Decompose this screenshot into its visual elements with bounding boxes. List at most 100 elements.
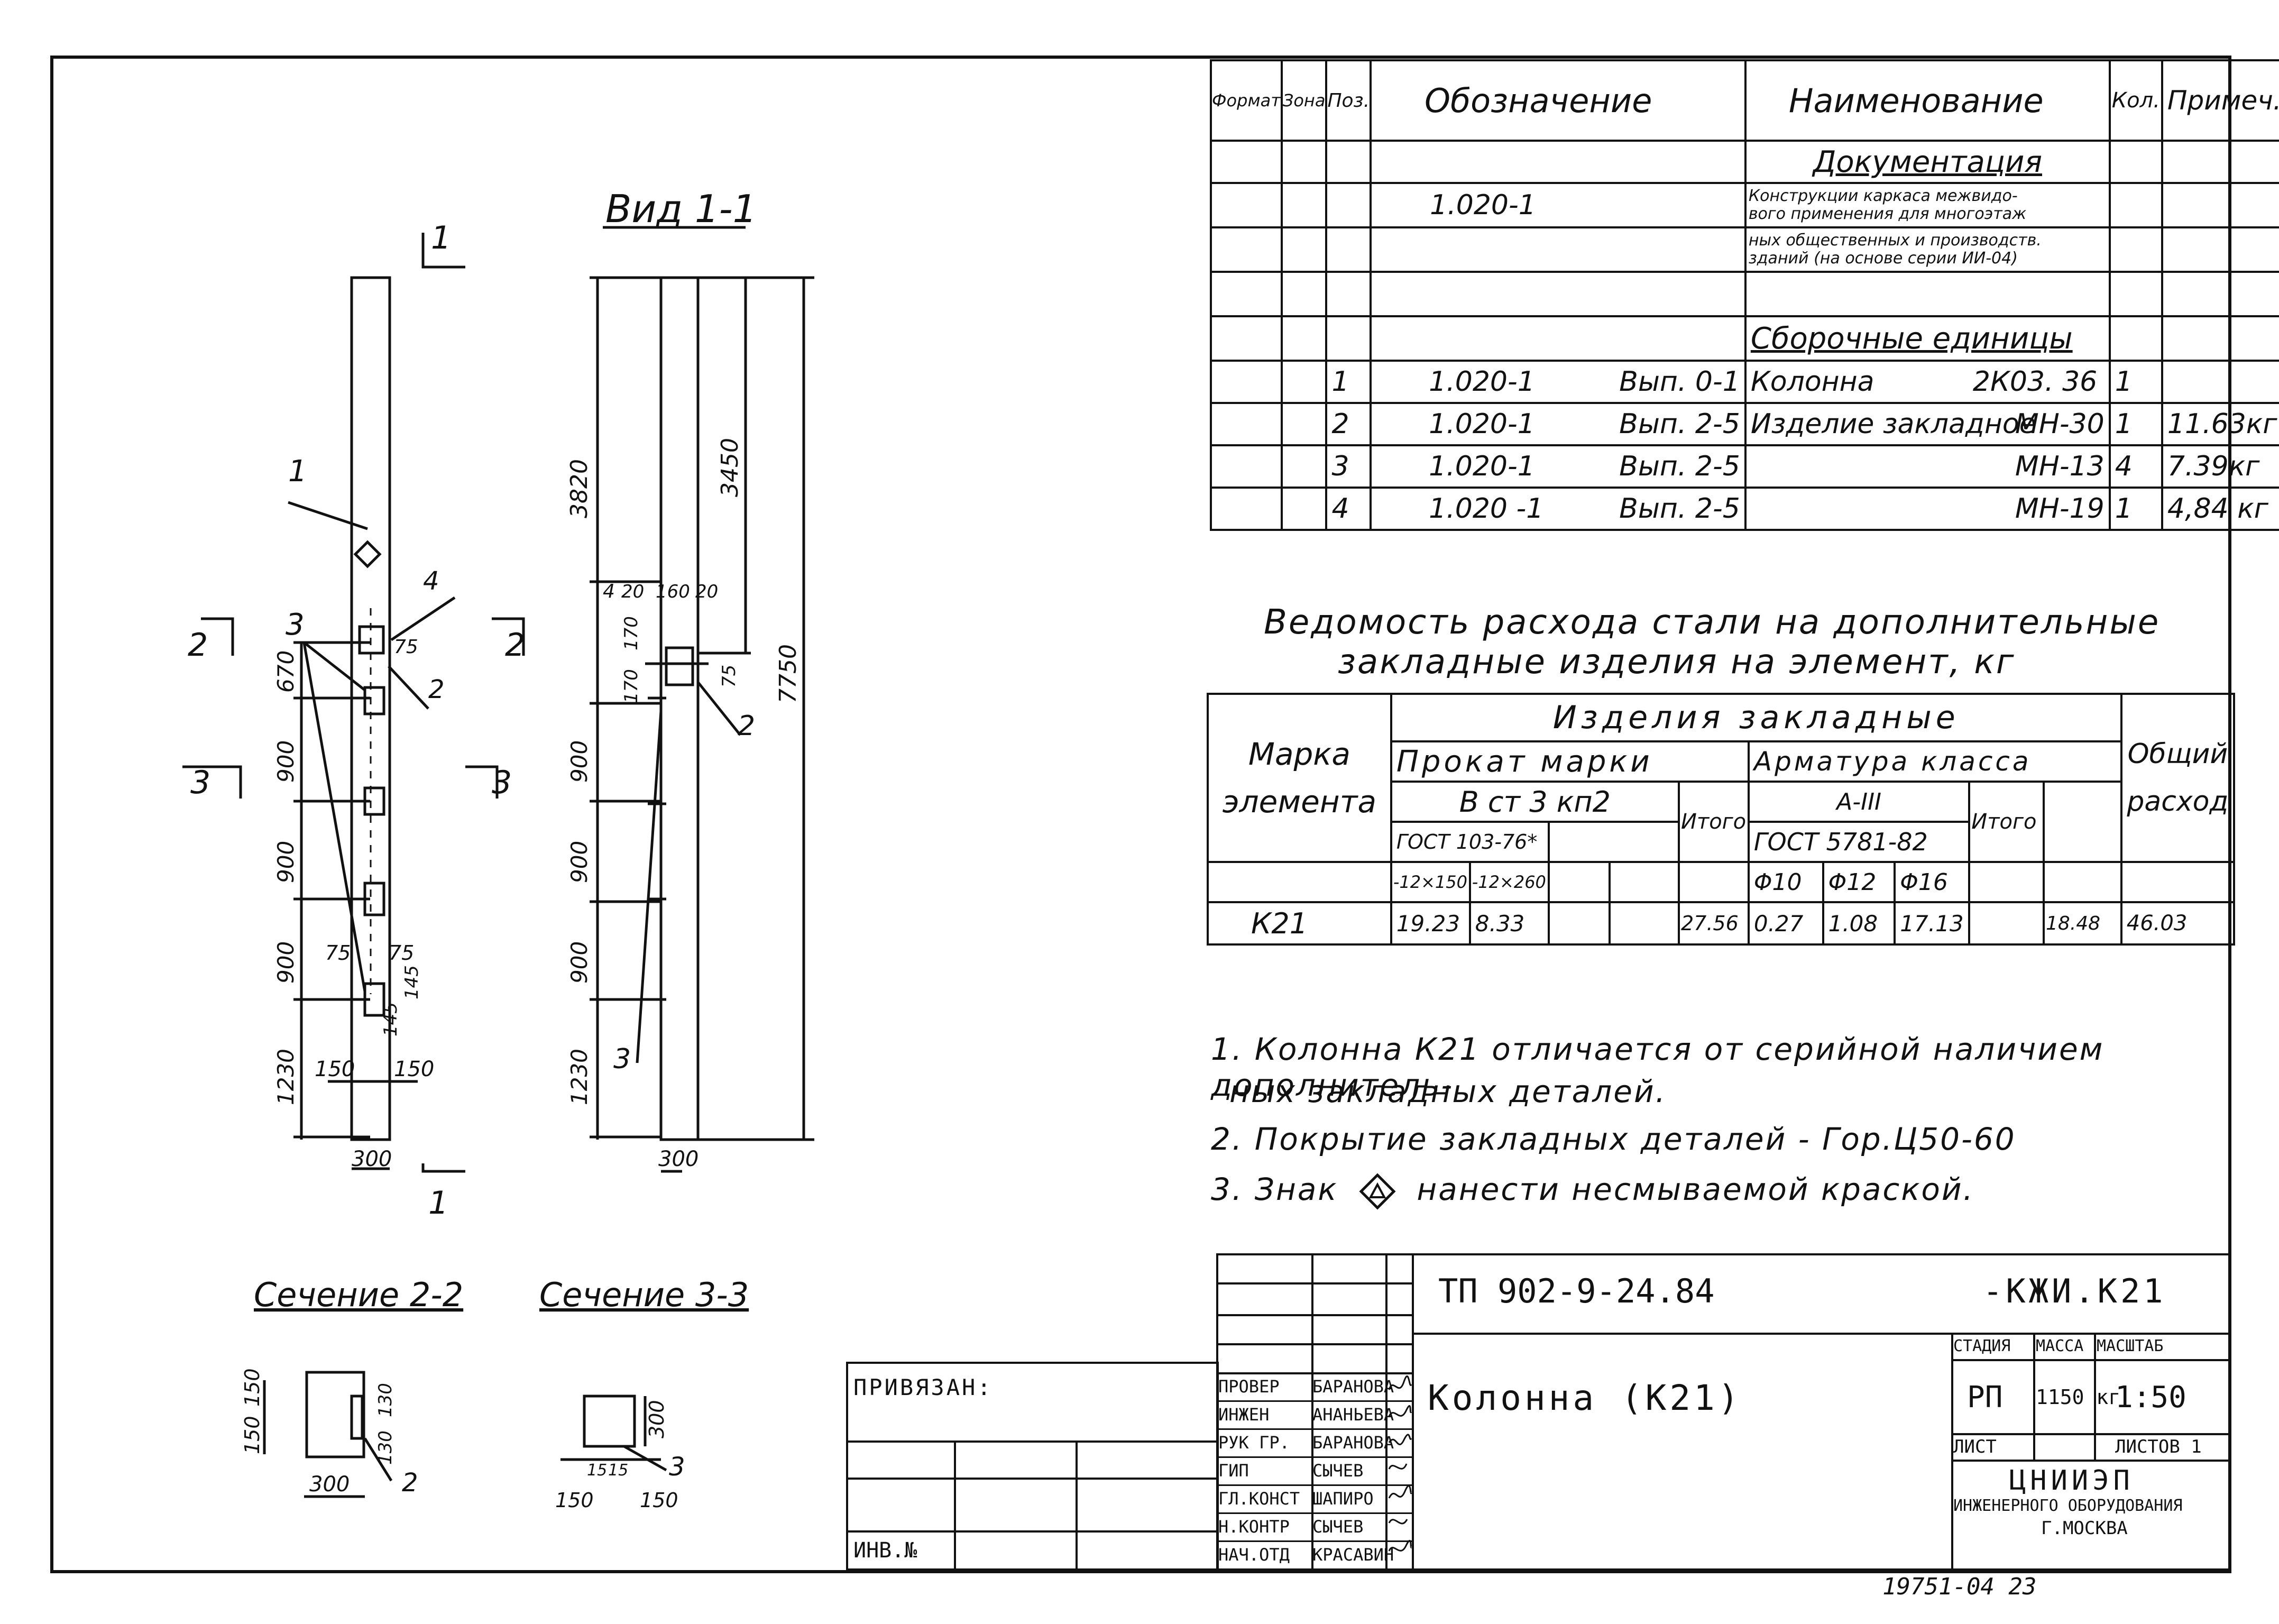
- steel-h-rebar: Арматура класса: [1747, 740, 2122, 783]
- spec-doc-name-line3: ных общественных и производств.: [1748, 231, 2042, 250]
- pos-label-4: 4: [423, 566, 439, 596]
- steel-row-v1: 19.23: [1390, 901, 1471, 946]
- view-dim-20-a: 20: [621, 581, 644, 602]
- view-dim-20-b: 20: [695, 581, 718, 602]
- scale-header: МАСШТАБ: [2097, 1337, 2164, 1355]
- steel-size-1: -12×150: [1390, 861, 1471, 903]
- view-dim-1230: 1230: [566, 1049, 592, 1105]
- spec-row-designation: 1.020-1: [1429, 408, 1535, 440]
- view-dim-3820: 3820: [566, 459, 593, 518]
- spec-row-issue: Вып. 2-5: [1619, 451, 1740, 482]
- spec-header-designation: Обозначение: [1370, 59, 1747, 142]
- pos-label-2: 2: [428, 675, 445, 704]
- person-row: РУК ГР.БАРАНОВА: [1218, 1430, 1414, 1458]
- view-dim-3450: 3450: [716, 438, 743, 497]
- section-mark-2-right: 2: [505, 627, 525, 664]
- steel-diam-10: Φ10: [1747, 861, 1824, 903]
- dim-900-a: 900: [273, 740, 299, 783]
- note-3-start: 3. Знак: [1211, 1171, 1338, 1207]
- sec22-dim-130-a: 130: [375, 1383, 396, 1417]
- privyazan-label: ПРИВЯЗАН:: [853, 1374, 993, 1400]
- dim-900-c: 900: [273, 941, 299, 984]
- spec-row-mark: МН-13: [2015, 451, 2105, 482]
- revision-grid: [1216, 1253, 1412, 1375]
- view-dim-900-c: 900: [566, 941, 592, 984]
- view-dim-300: 300: [658, 1147, 699, 1171]
- mark-symbol-icon: [1359, 1173, 1396, 1210]
- spec-row-mark: 2К03. 36: [1972, 366, 2098, 398]
- steel-row-v2: 8.33: [1468, 901, 1550, 946]
- spec-doc-name-line2: вого применения для многоэтаж: [1748, 205, 2027, 223]
- section-3-3-title: Сечение 3-3: [539, 1276, 749, 1314]
- spec-row-pos: 1: [1325, 360, 1372, 404]
- org-name: ЦНИИЭП: [2009, 1465, 2134, 1497]
- person-role: ИНЖЕН: [1218, 1405, 1270, 1425]
- spec-doc-name-line4: зданий (на основе серии ИИ-04): [1748, 249, 2018, 268]
- column-drawing: Вид 1-1 1 1 2 2 3 3 1 3 4 2 2 3 670 900 …: [182, 187, 814, 1512]
- spec-row-issue: Вып. 2-5: [1619, 493, 1740, 525]
- person-role: ГИП: [1218, 1461, 1249, 1481]
- section-mark-1-top: 1: [431, 219, 451, 256]
- dim-75-c: 75: [394, 636, 418, 658]
- spec-header-pos: Поз.: [1325, 59, 1372, 142]
- spec-row-note: 11.63кг: [2161, 402, 2279, 446]
- steel-h-general1: Общий: [2127, 738, 2228, 770]
- steel-h-class: А-III: [1747, 781, 1971, 823]
- spec-row-qty: 1: [2108, 360, 2163, 404]
- spec-doc-designation: 1.020-1: [1370, 182, 1747, 228]
- note-1-line2: ных закладных деталей.: [1229, 1074, 1667, 1109]
- spec-row-qty: 1: [2108, 402, 2163, 446]
- steel-h-rolled: Прокат марки: [1390, 740, 1750, 783]
- steel-diam-16: Φ16: [1894, 861, 1971, 903]
- sec33-dim-300: 300: [645, 1400, 668, 1438]
- dim-1230: 1230: [273, 1049, 299, 1105]
- section-mark-3-right: 3: [492, 764, 512, 801]
- spec-row-qty: 1: [2108, 487, 2163, 531]
- privyazan-box: ПРИВЯЗАН: ИНВ.№: [846, 1362, 1219, 1573]
- spec-row-pos: 4: [1325, 487, 1372, 531]
- sec33-dim-15-a: 15: [587, 1461, 607, 1480]
- spec-header-note: Примеч.: [2161, 59, 2279, 142]
- mass-header: МАССА: [2036, 1337, 2084, 1355]
- footer-number: 19751-04 23: [1882, 1573, 2037, 1600]
- steel-h-mark: Марка: [1248, 736, 1350, 772]
- dim-75-b: 75: [389, 941, 414, 965]
- org-city: Г.МОСКВА: [2041, 1518, 2128, 1539]
- view-dim-900-b: 900: [566, 841, 592, 883]
- mass-value: 1150 кг: [2036, 1386, 2121, 1409]
- steel-h-items: Изделия закладные: [1390, 693, 2122, 742]
- spec-row-designation: 1.020-1: [1429, 366, 1535, 398]
- view-title: Вид 1-1: [605, 187, 757, 231]
- section-mark-2-left: 2: [188, 627, 208, 664]
- sec22-dim-150-a: 150: [241, 1368, 264, 1407]
- person-name: БАРАНОВА: [1312, 1377, 1394, 1397]
- steel-table: Марка элемента Изделия закладные Общий р…: [1207, 693, 2236, 946]
- dim-670: 670: [273, 650, 299, 693]
- person-role: Н.КОНТР: [1218, 1517, 1290, 1537]
- drawing-title: Колонна (К21): [1428, 1378, 1742, 1418]
- steel-h-total2: Итого: [1968, 781, 2045, 863]
- scale-value: 1:50: [2115, 1380, 2186, 1415]
- spec-header-row: Формат Зона Поз. Обозначение Наименовани…: [1210, 59, 2279, 142]
- sec33-dim-15-b: 15: [608, 1461, 628, 1480]
- steel-row-total1: 27.56: [1677, 901, 1750, 946]
- section-mark-1-bottom: 1: [428, 1185, 448, 1222]
- section-mark-3-left: 3: [190, 764, 210, 801]
- steel-h-total1: Итого: [1677, 781, 1750, 863]
- spec-row-pos: 2: [1325, 402, 1372, 446]
- doc-code: ТП 902-9-24.84: [1438, 1272, 1715, 1310]
- spec-row-pos: 3: [1325, 444, 1372, 489]
- steel-diam-12: Φ12: [1822, 861, 1896, 903]
- dim-75-a: 75: [325, 941, 351, 965]
- spec-row-qty: 4: [2108, 444, 2163, 489]
- note-1-line1: 1. Колонна К21 отличается от серийной на…: [1211, 1031, 2105, 1103]
- spec-doc-name-line1: Конструкции каркаса межвидо-: [1748, 187, 2018, 205]
- specification-table: Формат Зона Поз. Обозначение Наименовани…: [1210, 59, 2279, 531]
- spec-row-mark: МН-30: [2015, 408, 2105, 440]
- dim-150-b: 150: [394, 1057, 434, 1081]
- spec-section-docs: Документация: [1744, 140, 2111, 184]
